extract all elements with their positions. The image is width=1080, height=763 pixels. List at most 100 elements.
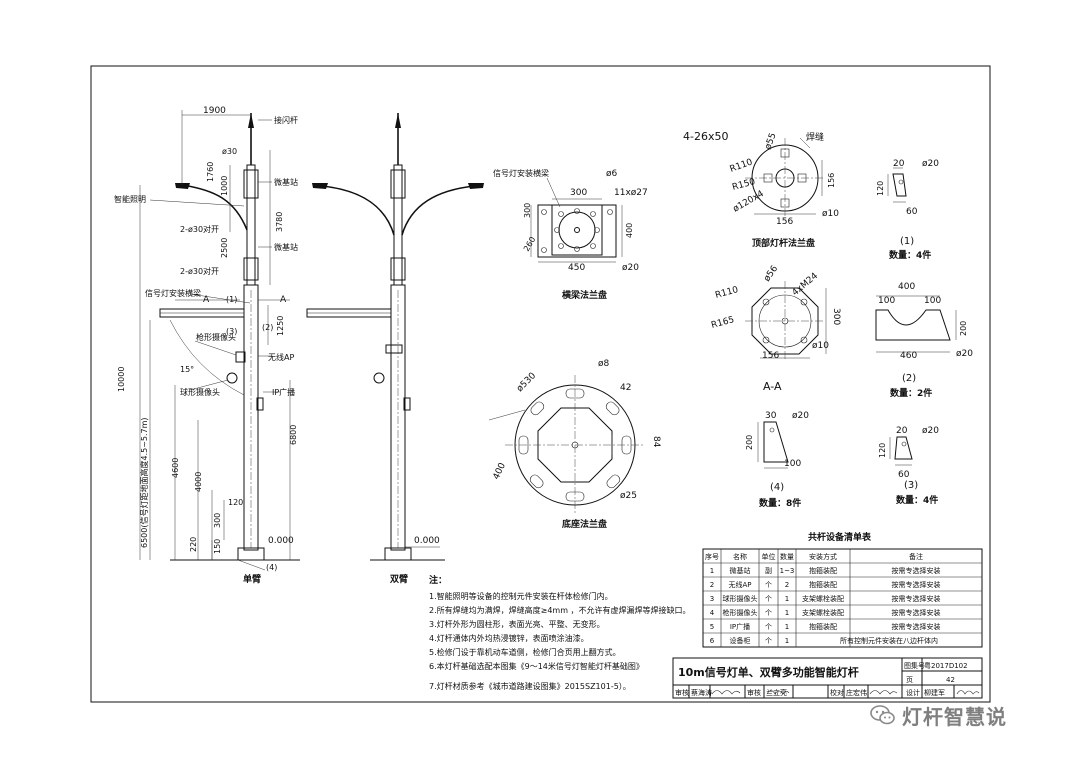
dome-camera: [226, 372, 238, 384]
section-aa-drawing: [745, 281, 827, 361]
table-cell: 1: [785, 595, 789, 603]
designer-name: 柳建军: [924, 688, 945, 697]
aa-r165: R165: [710, 315, 735, 331]
base-flange-d25: ø25: [620, 491, 637, 501]
dim-300: 300: [213, 513, 222, 528]
beam-flange-d400: 400: [625, 223, 634, 238]
part4-d30: 30: [765, 411, 777, 421]
beam-flange-d300v: 300: [523, 203, 532, 218]
checker-name: 兰立亮: [766, 688, 787, 697]
aa-r110: R110: [714, 285, 739, 301]
lighting-arm-left: [321, 185, 395, 236]
watermark-text: 灯杆智慧说: [902, 704, 1007, 729]
top-flange-d120: ø120x4: [732, 189, 766, 215]
micro-base-station-box: [243, 169, 259, 199]
wechat-icon: [870, 705, 895, 725]
top-flange-weld: 焊缝: [806, 131, 824, 143]
label-smart-lighting: 智能照明: [114, 194, 146, 204]
dim-220: 220: [189, 537, 198, 552]
table-cell: 按需专选择安装: [892, 608, 941, 617]
section-A-right: A: [280, 295, 287, 305]
beam-flange-label: 信号灯安装横梁: [493, 168, 549, 178]
table-cell: 3: [710, 595, 714, 603]
part1-label: (1): [900, 236, 914, 247]
aa-d56: ø56: [762, 264, 780, 284]
part2-d100b: 100: [924, 296, 941, 306]
dim-1000: 1000: [220, 176, 229, 196]
top-flange-d55: ø55: [763, 132, 778, 151]
ip-speaker-box: [256, 397, 264, 411]
lighting-arm: [181, 184, 248, 231]
top-flange-title: 顶部灯杆法兰盘: [752, 237, 815, 249]
label-dome-camera: 球形摄像头: [180, 387, 220, 397]
beam-flange-d20: ø20: [622, 263, 639, 273]
part-3-drawing: [889, 436, 913, 466]
part3-phi: ø20: [922, 426, 939, 436]
watermark: 灯杆智慧说: [870, 700, 1060, 730]
table-cell: 无线AP: [728, 580, 751, 589]
part3-label: (3): [904, 480, 918, 491]
part3-d60: 60: [898, 470, 910, 480]
check-label: 审核: [747, 688, 761, 697]
note-item: 3.灯杆外形为圆柱形，表面光亮、平整、无变形。: [429, 619, 605, 629]
table-cell: 枪形摄像头: [723, 608, 758, 617]
part2-d460: 460: [900, 351, 917, 361]
base-flange-d8: ø8: [598, 359, 610, 369]
table-header-cell: 序号: [705, 552, 719, 561]
part1-qty: 数量：4件: [889, 249, 931, 261]
part-4-drawing: [757, 421, 789, 469]
luminaire: [175, 183, 190, 189]
beam-flange-d6: ø6: [606, 169, 618, 179]
signature: [956, 690, 980, 695]
aa-d10: ø10: [812, 341, 829, 351]
part4-phi: ø20: [792, 411, 809, 421]
dim-phi30: ø30: [222, 147, 237, 156]
base-flange-title: 底座法兰盘: [562, 518, 607, 530]
part2-d200: 200: [959, 321, 968, 336]
base-flange-d530: ø530: [515, 371, 538, 394]
top-flange-d10: ø10: [822, 209, 839, 219]
part4-qty: 数量：8件: [759, 497, 801, 509]
beam-flange-holes: 11xø27: [614, 188, 648, 198]
label-holes-pair-1: 2-ø30对开: [180, 224, 219, 234]
table-cell: 1: [785, 623, 789, 631]
top-flange-d156: 156: [776, 217, 793, 227]
double-arm-pole: [306, 113, 484, 561]
table-cell: 支架螺栓装配: [802, 594, 844, 603]
table-cell: 个: [765, 581, 772, 589]
lightning-rod-tip: [248, 113, 254, 128]
base-flange-d84: 84: [651, 436, 661, 448]
equip-table-title: 共杆设备清单表: [808, 531, 872, 543]
aa-title: A-A: [763, 380, 782, 393]
part3-d120: 120: [878, 443, 887, 458]
table-cell: 2: [710, 581, 714, 589]
signature: [766, 690, 790, 695]
part2-phi: ø20: [956, 349, 973, 359]
part1-d120: 120: [876, 181, 885, 196]
dim-1760: 1760: [206, 162, 215, 182]
label-lightning-rod: 接闪杆: [274, 115, 298, 125]
base-flange-d42: 42: [620, 383, 631, 393]
page-label: 页: [906, 676, 913, 684]
dim-150: 150: [213, 539, 222, 554]
aa-d156: 156: [762, 351, 779, 361]
notes-heading: 注：: [429, 574, 447, 586]
table-cell: 2: [785, 581, 789, 589]
label-bullet-camera: 枪形摄像头: [196, 332, 236, 342]
drawing-frame: [90, 65, 991, 703]
proof-label: 校对: [830, 688, 844, 697]
part3-qty: 数量：4件: [896, 494, 938, 506]
label-holes-pair-2: 2-ø30对开: [180, 266, 219, 276]
section-A-left: A: [203, 295, 210, 305]
callout-2: (2): [262, 323, 273, 332]
beam-flange-title: 横梁法兰盘: [562, 289, 607, 301]
atlas-label: 图集号: [904, 661, 925, 670]
table-cell: 副: [765, 566, 772, 575]
dim-4600: 4600: [171, 458, 180, 478]
dim-15-degrees: 15°: [180, 365, 194, 374]
title-block: [672, 657, 983, 699]
top-flange-drawing: [745, 137, 825, 218]
upper-pole: [246, 164, 256, 286]
part2-d100a: 100: [878, 296, 895, 306]
